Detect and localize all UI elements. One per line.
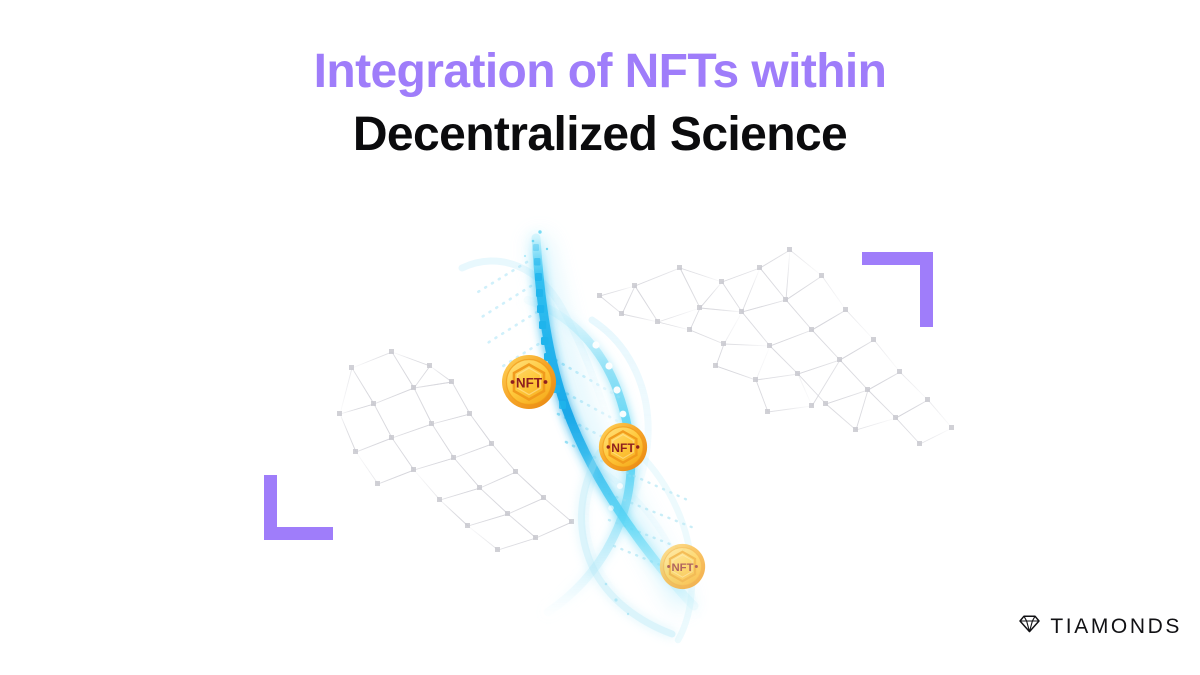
brand-logo[interactable]: TIAMONDS xyxy=(1018,614,1182,639)
nft-coin-1-label: NFT xyxy=(516,375,543,390)
page-title: Integration of NFTs within Decentralized… xyxy=(0,44,1200,163)
nft-coin-3: NFT xyxy=(659,543,706,590)
brand-logo-text: TIAMONDS xyxy=(1050,615,1182,638)
nft-coin-3-label: NFT xyxy=(671,562,693,574)
nft-coin-2-label: NFT xyxy=(611,441,635,455)
diamond-icon xyxy=(1018,614,1041,639)
title-line-1: Integration of NFTs within xyxy=(313,45,887,98)
title-line-2: Decentralized Science xyxy=(352,107,848,161)
nft-coin-1: NFT xyxy=(501,354,557,410)
nft-coin-2: NFT xyxy=(598,422,648,472)
